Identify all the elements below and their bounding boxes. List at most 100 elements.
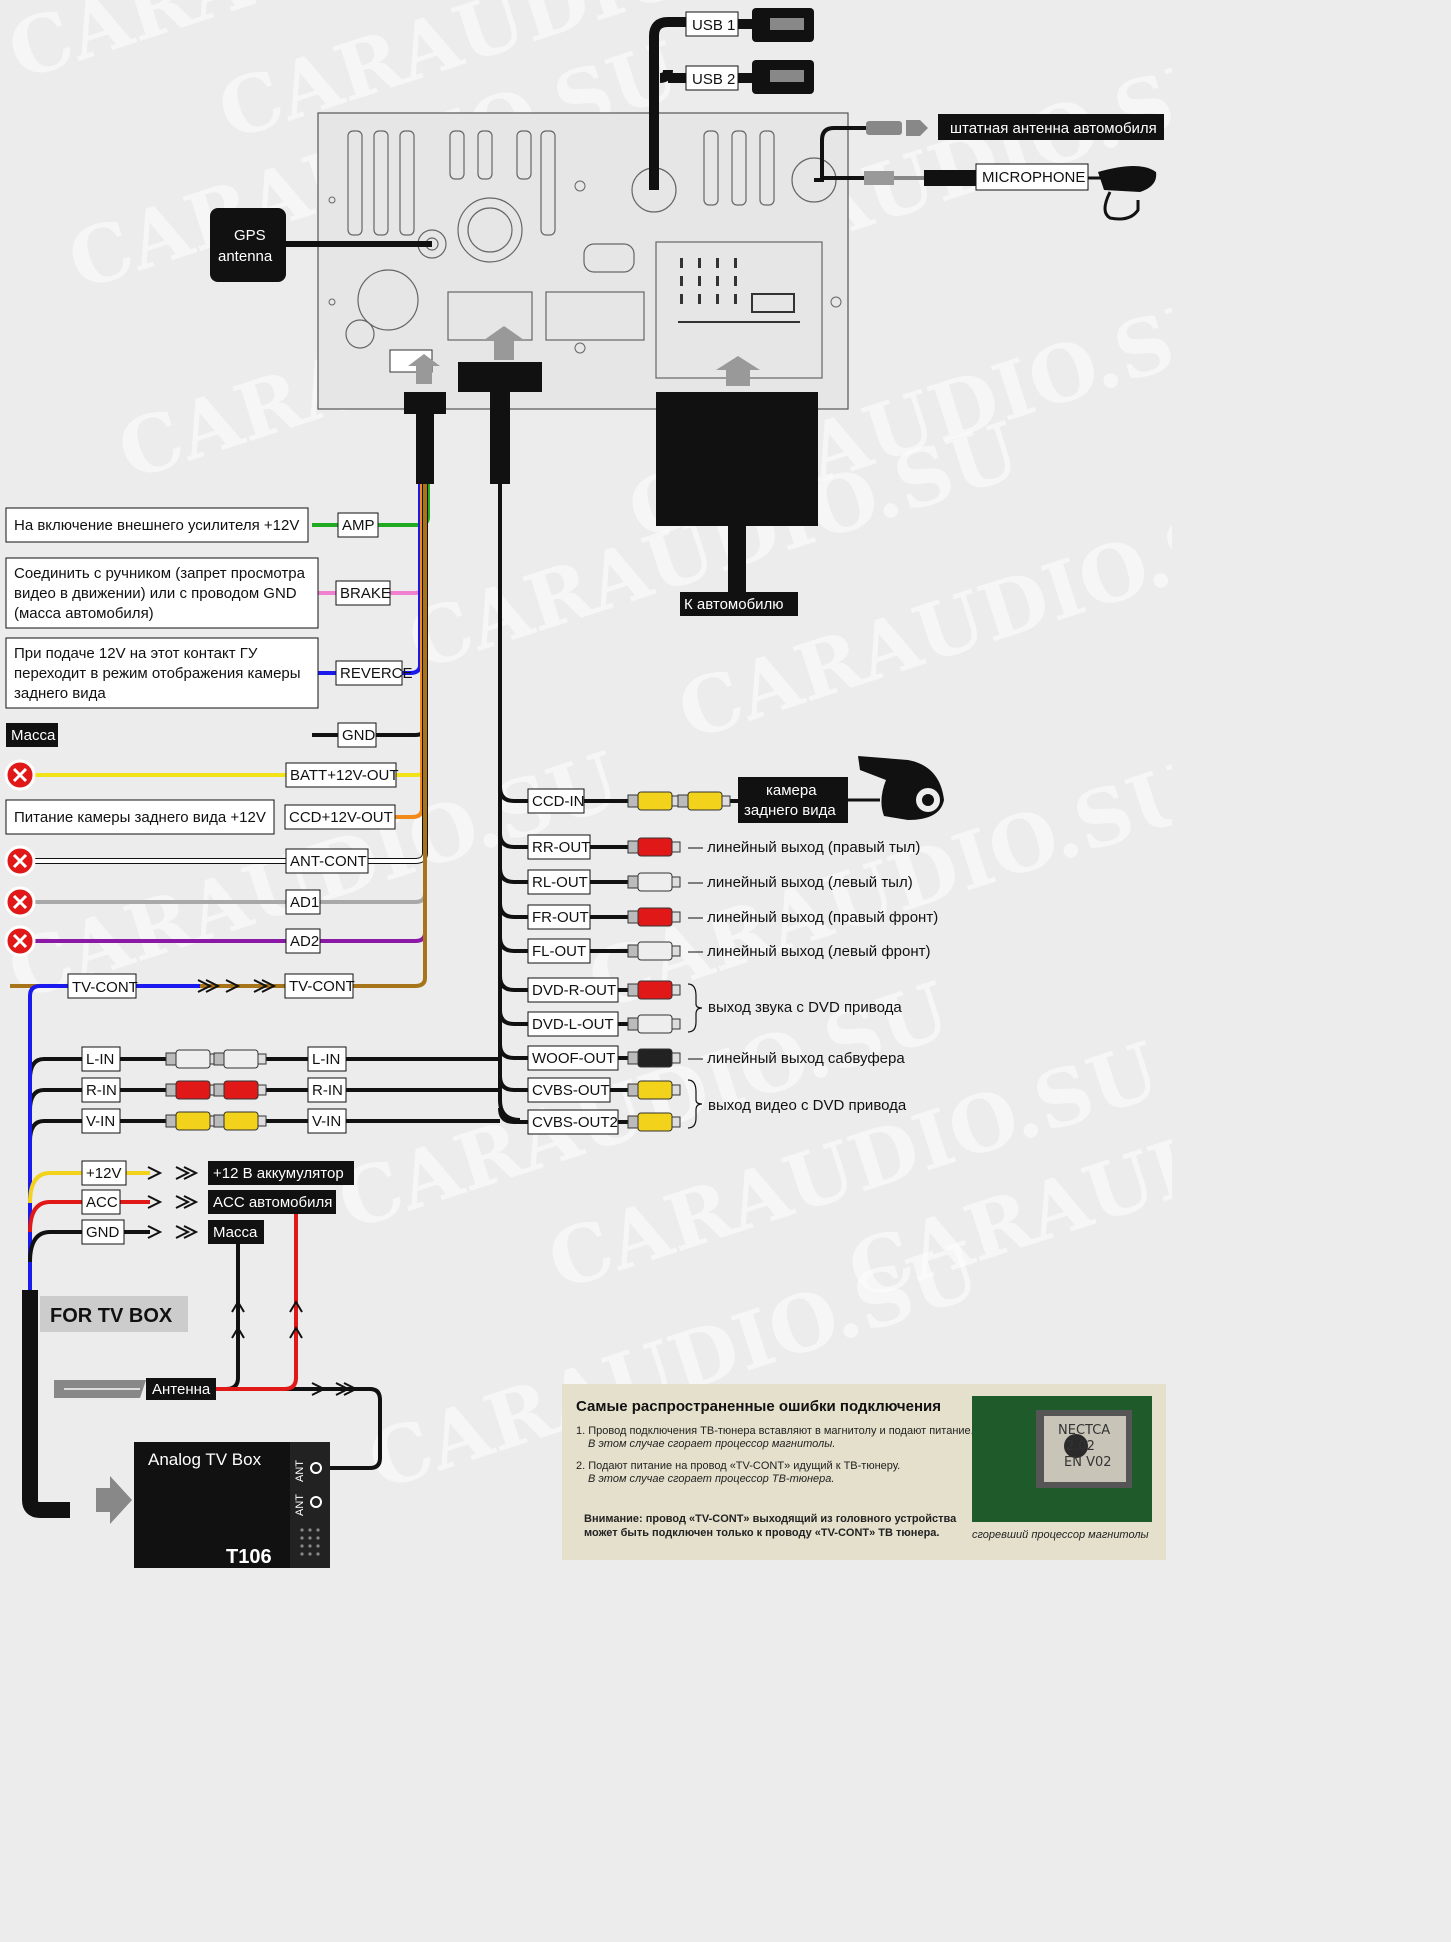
input-v-in: V-IN V-IN (28, 1108, 500, 1142)
tv-antenna-label: Антенна (152, 1381, 211, 1398)
rca-plug-icon (213, 1080, 267, 1100)
wire-tv-cont: TV-CONT (10, 484, 427, 999)
output-fr-out: FR-OUT— линейный выход (правый фронт) (498, 902, 938, 930)
gps-antenna: GPS antenna (210, 208, 432, 282)
rca-plug-icon (627, 1048, 681, 1068)
output-desc: — линейный выход (правый фронт) (688, 909, 938, 926)
svg-text:EN V02: EN V02 (1064, 1455, 1112, 1470)
output-tag: RR-OUT (532, 839, 590, 856)
camera: камера заднего вида (738, 756, 944, 823)
chip-caption: сгоревший процессор магнитолы (972, 1529, 1149, 1541)
wire-tag: REVERCE (340, 665, 413, 682)
svg-text:В этом случае сгорает процессо: В этом случае сгорает процессор магнитол… (588, 1438, 835, 1450)
output-dvd-l-out: DVD-L-OUT (498, 1009, 681, 1037)
rca-plug-icon (627, 980, 681, 1000)
wire-desc: Соединить с ручником (запрет просмотра (14, 565, 306, 582)
rca-plug-icon (627, 791, 681, 811)
power-dest: Масса (213, 1224, 258, 1241)
wire-batt+12v-out: BATT+12V-OUT (4, 484, 428, 791)
rca-plug-icon (165, 1080, 219, 1100)
input-tag: R-IN (312, 1082, 343, 1099)
wire-tag: CCD+12V-OUT (289, 809, 393, 826)
input-tag: L-IN (312, 1051, 340, 1068)
output-tag: CVBS-OUT2 (532, 1114, 618, 1131)
output-desc: — линейный выход (правый тыл) (688, 839, 920, 856)
svg-text:1. Провод подключения ТВ-тюнер: 1. Провод подключения ТВ-тюнера вставляю… (576, 1425, 974, 1437)
svg-text:ANT: ANT (294, 1460, 306, 1482)
wire-tag: AD2 (290, 933, 319, 950)
wire-desc: видео в движении) или с проводом GND (14, 585, 297, 602)
power-tag: +12V (86, 1165, 121, 1182)
wire-desc: При подаче 12V на этот контакт ГУ (14, 645, 258, 662)
output-tag: RL-OUT (532, 874, 588, 891)
input-tag: V-IN (312, 1113, 341, 1130)
antenna-label: штатная антенна автомобиля (950, 120, 1157, 137)
output-tag: DVD-L-OUT (532, 1016, 614, 1033)
usb-cables: USB 1 USB 2 (649, 8, 814, 190)
rca-plug-icon (213, 1111, 267, 1131)
wire-tag: AD1 (290, 894, 319, 911)
output-rl-out: RL-OUT— линейный выход (левый тыл) (498, 867, 913, 895)
svg-text:Analog TV Box: Analog TV Box (148, 1450, 262, 1469)
rca-plug-icon (213, 1049, 267, 1069)
wire-desc: Масса (11, 727, 56, 744)
tv-cont-left: TV-CONT (28, 973, 241, 1290)
dvd-video-label: выход видео с DVD привода (708, 1097, 907, 1114)
wire-desc: На включение внешнего усилителя +12V (14, 517, 299, 534)
wire-ccd+12v-out: CCD+12V-OUT Питание камеры заднего вида +… (5, 484, 424, 835)
input-tag: R-IN (86, 1082, 117, 1099)
output-rr-out: RR-OUT — линейный выход (правый тыл) (498, 832, 920, 860)
wire-desc: переходит в режим отображения камеры (14, 665, 301, 682)
wire-tag: ANT-CONT (290, 853, 367, 870)
wire-desc: Питание камеры заднего вида +12V (14, 809, 266, 826)
power-tag: ACC (86, 1194, 118, 1211)
output-tag: DVD-R-OUT (532, 982, 616, 999)
microphone-icon (1098, 166, 1157, 192)
wire-desc: заднего вида (14, 685, 106, 702)
dvd-audio-label: выход звука с DVD привода (708, 999, 902, 1016)
camera-label: заднего вида (744, 802, 836, 819)
rca-plug-icon (165, 1111, 219, 1131)
wiring-diagram: CARAUDIO.SU CARAUDIO.SU CARAUDIO.SU CARA… (0, 0, 1172, 1568)
rca-plug-icon (627, 1014, 681, 1034)
output-dvd-r-out: DVD-R-OUT (498, 975, 681, 1003)
input-tag: V-IN (86, 1113, 115, 1130)
rca-plug-icon (627, 907, 681, 927)
tv-box: FOR TV BOX Антенна Analog TV Box T106 AN… (22, 1214, 382, 1568)
output-fl-out: FL-OUT — линейный выход (левый фронт) (498, 936, 931, 964)
svg-text:GPS: GPS (234, 227, 266, 244)
output-tag: FL-OUT (532, 943, 586, 960)
camera-label: камера (766, 782, 817, 799)
svg-text:antenna: antenna (218, 248, 273, 265)
power-+12v: +12V +12 В аккумулятор (28, 1160, 354, 1204)
antenna-mic: штатная антенна автомобиля MICROPHONE (814, 114, 1164, 221)
output-cvbs-out2: CVBS-OUT2 (498, 1107, 681, 1135)
input-r-in: R-IN R-IN (28, 1077, 500, 1111)
rca-plug-icon (627, 941, 681, 961)
usb2-label: USB 2 (692, 71, 735, 88)
wire-desc: (масса автомобиля) (14, 605, 154, 622)
output-tag: WOOF-OUT (532, 1050, 615, 1067)
to-car-label: К автомобилю (684, 596, 784, 613)
power-tag: GND (86, 1224, 120, 1241)
power-dest: +12 В аккумулятор (213, 1165, 344, 1182)
microphone-label: MICROPHONE (982, 169, 1085, 186)
errors-panel: Самые распространенные ошибки подключени… (562, 1384, 1166, 1560)
rca-plug-icon (627, 1080, 681, 1100)
output-cvbs-out: CVBS-OUT (498, 1075, 681, 1103)
svg-text:2.02: 2.02 (1066, 1439, 1095, 1454)
wire-tag: GND (342, 727, 376, 744)
wire-tag: BATT+12V-OUT (290, 767, 399, 784)
rca-plug-icon (165, 1049, 219, 1069)
usb1-label: USB 1 (692, 17, 735, 34)
svg-text:В этом случае сгорает процессо: В этом случае сгорает процессор ТВ-тюнер… (588, 1473, 834, 1485)
errors-title: Самые распространенные ошибки подключени… (576, 1398, 941, 1415)
output-desc: — линейный выход (левый фронт) (688, 943, 931, 960)
rca-plug-icon (627, 1112, 681, 1132)
head-unit-back (317, 112, 849, 410)
wire-tag: TV-CONT (289, 978, 355, 995)
